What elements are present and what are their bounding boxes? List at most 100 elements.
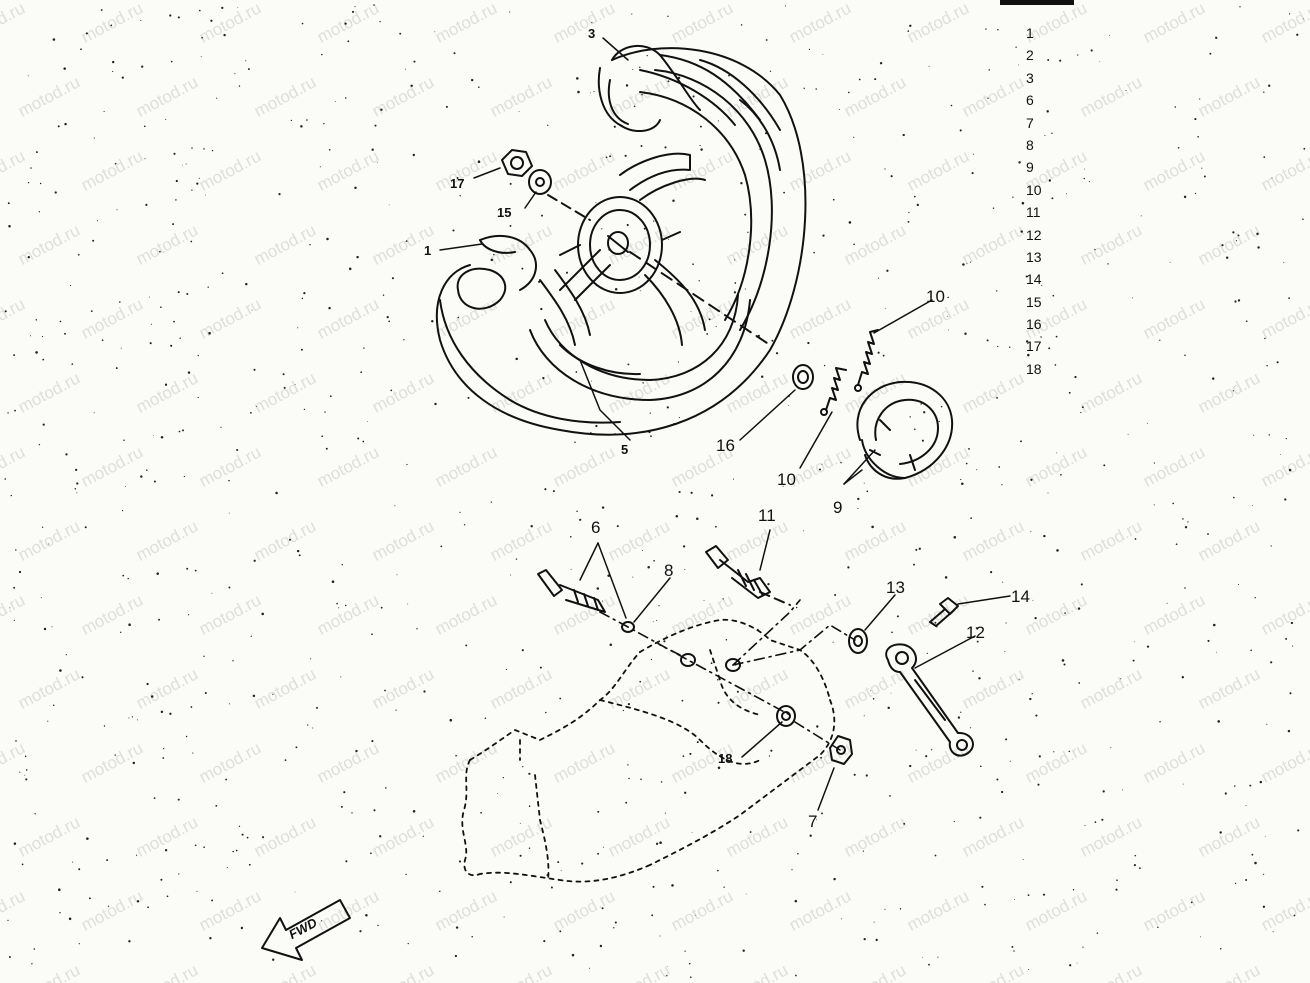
- speckle-dot: [1047, 492, 1049, 494]
- speckle-dot: [631, 13, 633, 15]
- callout-12: 12: [966, 623, 985, 642]
- speckle-dot: [823, 364, 826, 367]
- speckle-dot: [684, 950, 686, 952]
- speckle-dot: [970, 517, 972, 519]
- speckle-dot: [509, 182, 512, 185]
- speckle-dot: [1288, 297, 1290, 299]
- speckle-dot: [228, 512, 230, 514]
- speckle-dot: [251, 309, 253, 311]
- speckle-dot: [43, 627, 47, 631]
- speckle-dot: [124, 485, 126, 487]
- o-ring-b: [725, 658, 741, 672]
- speckle-dot: [363, 347, 365, 349]
- speckle-dot: [1030, 530, 1032, 532]
- speckle-dot: [639, 680, 642, 683]
- speckle-dot: [58, 888, 61, 891]
- speckle-dot: [913, 563, 915, 566]
- speckle-dot: [145, 203, 148, 206]
- speckle-dot: [170, 60, 173, 63]
- speckle-dot: [1197, 136, 1199, 138]
- speckle-dot: [944, 576, 948, 579]
- speckle-dot: [160, 435, 164, 439]
- speckle-dot: [1053, 751, 1055, 753]
- speckle-dot: [93, 412, 95, 414]
- speckle-dot: [946, 315, 948, 317]
- speckle-dot: [1002, 581, 1004, 583]
- speckle-dot: [626, 223, 629, 227]
- speckle-dot: [182, 164, 184, 166]
- speckle-dot: [373, 4, 375, 6]
- speckle-dot: [1034, 616, 1037, 620]
- speckle-dot: [173, 152, 176, 155]
- speckle-dot: [538, 280, 541, 283]
- speckle-dot: [303, 408, 306, 411]
- speckle-dot: [403, 339, 405, 341]
- speckle-dot: [899, 908, 902, 910]
- speckle-dot: [71, 363, 74, 365]
- speckle-dot: [1203, 175, 1206, 178]
- speckle-dot: [625, 801, 628, 804]
- speckle-dot: [998, 466, 1001, 468]
- speckle-dot: [65, 453, 68, 456]
- speckle-dot: [803, 87, 805, 90]
- speckle-dot: [261, 612, 264, 616]
- speckle-dot: [354, 6, 356, 8]
- speckle-dot: [808, 48, 811, 51]
- speckle-dot: [795, 974, 797, 977]
- speckle-dot: [294, 891, 296, 893]
- speckle-dot: [103, 725, 106, 727]
- speckle-dot: [1069, 964, 1072, 967]
- speckle-dot: [528, 847, 531, 849]
- speckle-dot: [577, 90, 580, 94]
- speckle-dot: [178, 873, 180, 875]
- speckle-dot: [882, 354, 885, 357]
- speckle-dot: [1169, 261, 1171, 263]
- speckle-dot: [733, 291, 737, 294]
- speckle-dot: [34, 813, 36, 815]
- speckle-dot: [515, 558, 518, 560]
- speckle-dot: [624, 154, 627, 157]
- speckle-dot: [76, 482, 79, 485]
- speckle-dot: [887, 706, 890, 710]
- speckle-dot: [347, 40, 350, 43]
- speckle-dot: [497, 792, 498, 794]
- speckle-dot: [1061, 659, 1065, 662]
- speckle-dot: [1234, 785, 1236, 787]
- speckle-dot: [467, 396, 470, 399]
- speckle-dot: [1166, 602, 1168, 604]
- speckle-dot: [1043, 534, 1046, 538]
- parts-list-item: 17: [1026, 338, 1042, 355]
- speckle-dot: [1054, 364, 1057, 366]
- speckle-dot: [699, 144, 701, 147]
- speckle-dot: [559, 697, 562, 700]
- speckle-dot: [1253, 434, 1255, 436]
- speckle-dot: [84, 526, 87, 529]
- speckle-dot: [166, 895, 169, 898]
- speckle-dot: [1060, 473, 1062, 476]
- speckle-dot: [902, 133, 905, 137]
- speckle-dot: [1215, 36, 1218, 39]
- speckle-dot: [964, 332, 967, 335]
- speckle-dot: [163, 747, 165, 750]
- speckle-dot: [509, 881, 512, 884]
- speckle-dot: [151, 323, 152, 325]
- speckle-dot: [541, 214, 543, 217]
- speckle-dot: [1266, 364, 1268, 367]
- speckle-dot: [913, 428, 916, 431]
- speckle-dot: [248, 863, 251, 866]
- speckle-dot: [1290, 621, 1294, 625]
- speckle-dot: [1272, 931, 1274, 933]
- speckle-dot: [783, 191, 785, 194]
- speckle-dot: [948, 329, 949, 331]
- speckle-dot: [92, 239, 95, 242]
- speckle-dot: [503, 916, 505, 918]
- speckle-dot: [1182, 518, 1184, 520]
- speckle-dot: [853, 243, 855, 246]
- speckle-dot: [7, 202, 10, 205]
- speckle-dot: [601, 600, 603, 602]
- speckle-dot: [407, 942, 409, 945]
- speckle-dot: [458, 860, 462, 863]
- speckle-dot: [664, 812, 666, 814]
- speckle-dot: [471, 935, 473, 938]
